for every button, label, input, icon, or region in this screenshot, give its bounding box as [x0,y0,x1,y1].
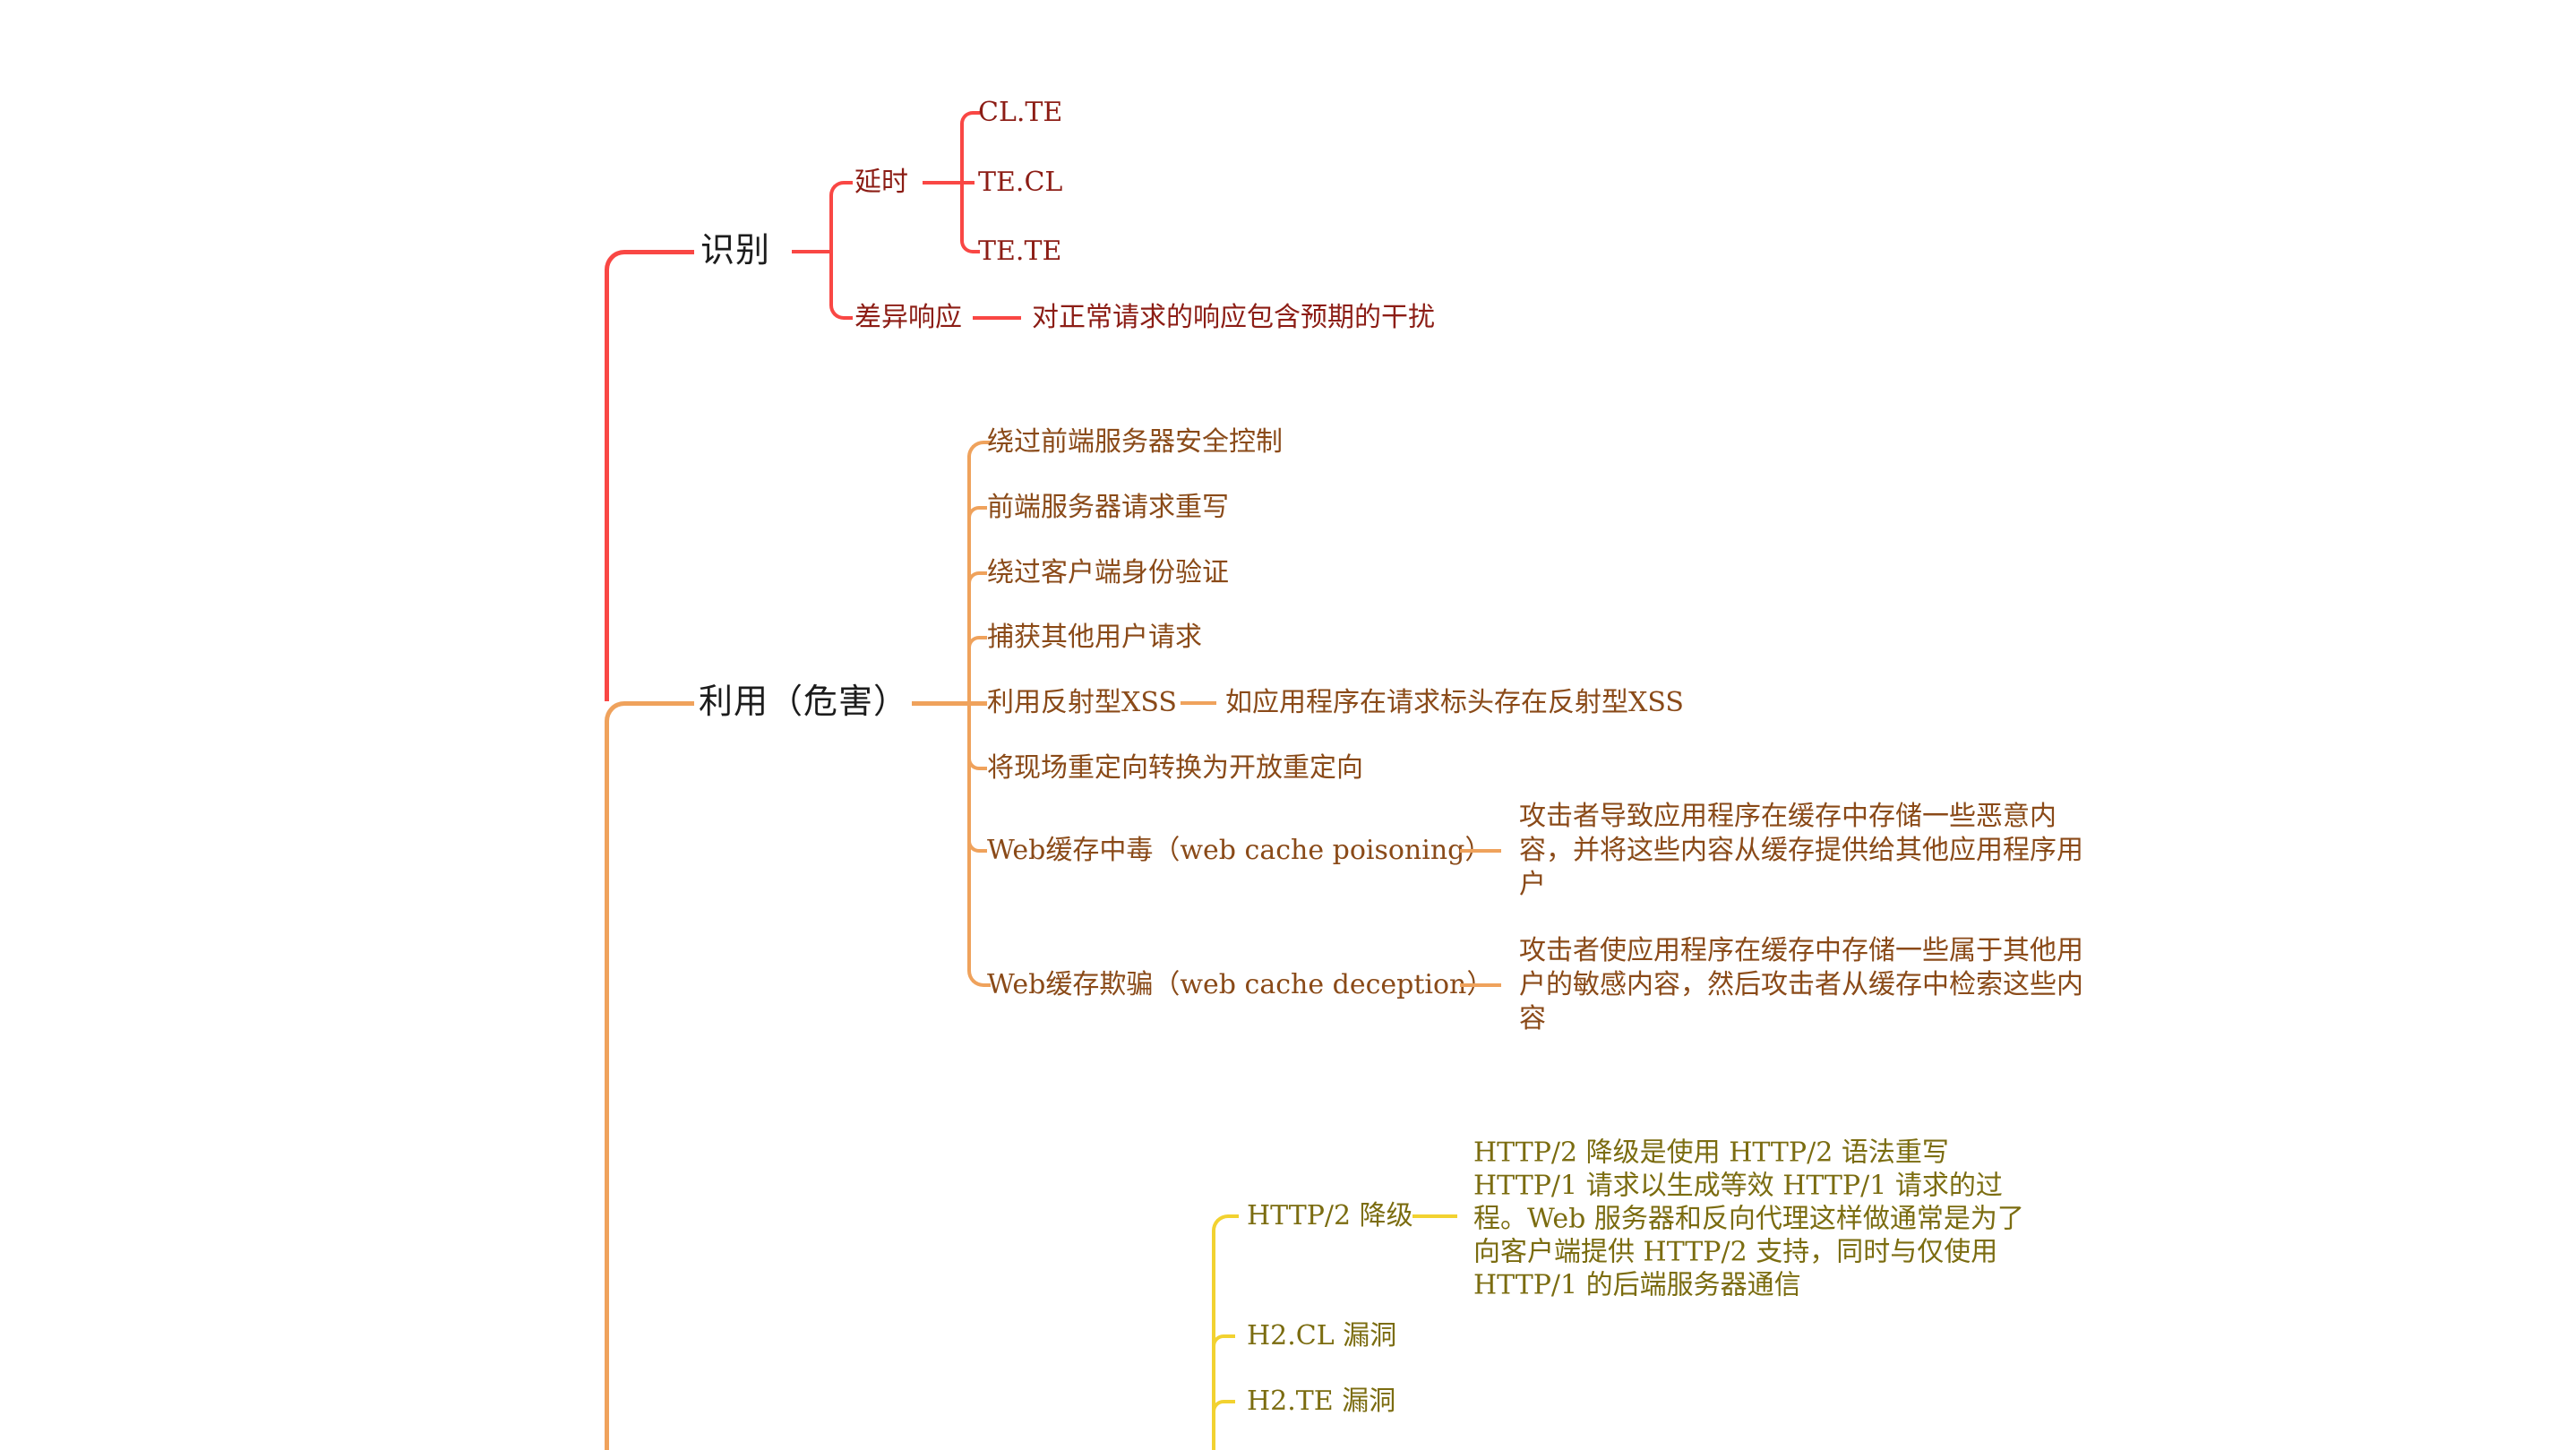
corner-to-tete [960,228,980,253]
note-cache-poisoning[interactable]: 攻击者导致应用程序在缓存中存储一些恶意内容，并将这些内容从缓存提供给其他应用程序… [1519,801,2083,900]
twig-front-rewrite [967,506,987,522]
twig-cache-poisoning [967,837,987,853]
note-cache-deception[interactable]: 攻击者使应用程序在缓存中存储一些属于其他用户的敏感内容，然后攻击者从缓存中检索这… [1519,935,2083,1034]
corner-to-http2-downgrade [1212,1214,1239,1238]
topic-cache-deception[interactable]: Web缓存欺骗（web cache deception） [987,969,1494,1000]
subtrunk-delay [960,131,964,230]
topic-diff-response[interactable]: 差异响应 [854,302,962,333]
topic-cl-te[interactable]: CL.TE [978,97,1063,128]
topic-h2te[interactable]: H2.TE 漏洞 [1247,1386,1396,1417]
topic-delay[interactable]: 延时 [854,167,908,198]
note-reflected-xss[interactable]: 如应用程序在请求标头存在反射型XSS [1225,687,1684,718]
topic-bypass-client-auth[interactable]: 绕过客户端身份验证 [987,557,1229,588]
twig-capture-requests [967,636,987,652]
connector-exploit-children [912,701,987,706]
connector-diff-response-note [973,316,1021,320]
subtrunk-exploit [967,462,971,965]
topic-h2cl[interactable]: H2.CL 漏洞 [1247,1320,1397,1351]
topic-open-redirect[interactable]: 将现场重定向转换为开放重定向 [987,752,1363,784]
topic-te-te[interactable]: TE.TE [978,236,1062,267]
topic-front-rewrite[interactable]: 前端服务器请求重写 [987,492,1229,523]
connector-delay-children [923,181,975,184]
topic-reflected-xss[interactable]: 利用反射型XSS [987,687,1177,718]
connector-cache-poisoning-note [1460,849,1501,853]
connector-identify-children [792,250,829,253]
note-http2-downgrade[interactable]: HTTP/2 降级是使用 HTTP/2 语法重写 HTTP/1 请求以生成等效 … [1473,1137,2024,1301]
connector-cache-deception-note [1460,983,1501,987]
trunk-line-orange [605,721,609,1450]
corner-to-clte [960,111,980,133]
topic-te-cl[interactable]: TE.CL [978,167,1063,198]
topic-bypass-front-security[interactable]: 绕过前端服务器安全控制 [987,426,1283,458]
branch-corner-exploit [605,701,694,725]
connector-http2-downgrade-note [1413,1214,1457,1218]
twig-h2cl [1212,1334,1235,1351]
connector-reflected-xss-note [1181,701,1216,705]
topic-identify[interactable]: 识别 [700,232,771,270]
topic-http2-downgrade[interactable]: HTTP/2 降级 [1247,1200,1413,1231]
topic-capture-requests[interactable]: 捕获其他用户请求 [987,622,1202,653]
twig-bypass-client-auth [967,571,987,588]
corner-to-diff-response [829,295,853,320]
note-diff-response[interactable]: 对正常请求的响应包含预期的干扰 [1032,302,1435,333]
trunk-line-red [605,270,609,701]
corner-to-bypass-front [967,441,991,464]
branch-corner-identify [605,250,694,273]
corner-to-delay [829,181,853,202]
topic-cache-poisoning[interactable]: Web缓存中毒（web cache poisoning） [987,835,1492,866]
twig-h2te [1212,1400,1235,1416]
subtrunk-identify [829,201,833,299]
corner-to-cache-deception [967,960,991,987]
topic-exploit[interactable]: 利用（危害） [699,683,909,722]
twig-open-redirect [967,754,987,770]
